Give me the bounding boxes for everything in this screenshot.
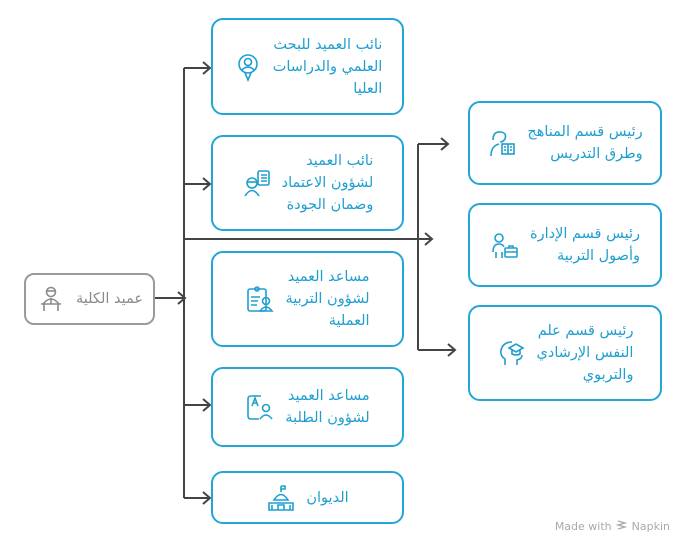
assistant-students-node[interactable]: مساعد العميد لشؤون الطلبة: [211, 367, 404, 447]
dean-node[interactable]: عميد الكلية: [24, 273, 155, 325]
assistant-students-label: مساعد العميد لشؤون الطلبة: [285, 388, 370, 426]
arrowhead: [447, 343, 457, 357]
arrowhead: [202, 398, 212, 412]
clipboard-person-icon: [245, 284, 275, 314]
napkin-logo-icon: [615, 519, 628, 534]
dept-administration-label: رئيس قسم الإدارة وأصول التربية: [529, 226, 641, 264]
dept-curricula-label: رئيس قسم المناهج وطرق التدريس: [527, 124, 643, 162]
arrowhead: [424, 232, 434, 246]
arrowhead: [202, 61, 212, 75]
watermark-brand: Napkin: [631, 520, 670, 533]
researcher-search-icon: [233, 52, 263, 82]
person-briefcase-icon: [490, 230, 520, 260]
dept-administration-node[interactable]: رئيس قسم الإدارة وأصول التربية: [468, 203, 662, 287]
arrowhead: [440, 137, 450, 151]
reader-book-icon: [487, 128, 517, 158]
head-graduation-cap-icon: [497, 338, 527, 368]
arrowhead: [202, 177, 212, 191]
assistant-practicum-node[interactable]: مساعد العميد لشؤون التربية العملية: [211, 251, 404, 347]
dean-label: عميد الكلية: [75, 291, 144, 307]
speaker-at-podium-icon: [36, 284, 66, 314]
watermark-prefix: Made with: [554, 520, 612, 533]
deputy-research-node[interactable]: نائب العميد للبحث العلمي والدراسات العلي…: [211, 18, 404, 115]
watermark: Made with Napkin: [555, 519, 670, 534]
dept-curricula-node[interactable]: رئيس قسم المناهج وطرق التدريس: [468, 101, 662, 185]
deputy-quality-node[interactable]: نائب العميد لشؤون الاعتماد وضمان الجودة: [211, 135, 404, 231]
deputy-research-label: نائب العميد للبحث العلمي والدراسات العلي…: [272, 36, 383, 97]
diwan-node[interactable]: الديوان: [211, 471, 404, 524]
diwan-label: الديوان: [306, 489, 349, 506]
engineer-checklist-icon: [242, 168, 272, 198]
building-dome-icon: [266, 483, 296, 513]
arrowhead: [202, 491, 212, 505]
dept-psychology-node[interactable]: رئيس قسم علم النفس الإرشادي والتربوي: [468, 305, 662, 401]
assistant-practicum-label: مساعد العميد لشؤون التربية العملية: [285, 269, 370, 329]
dept-psychology-label: رئيس قسم علم النفس الإرشادي والتربوي: [536, 323, 634, 383]
deputy-quality-label: نائب العميد لشؤون الاعتماد وضمان الجودة: [281, 153, 374, 213]
student-grade-icon: [245, 392, 275, 422]
